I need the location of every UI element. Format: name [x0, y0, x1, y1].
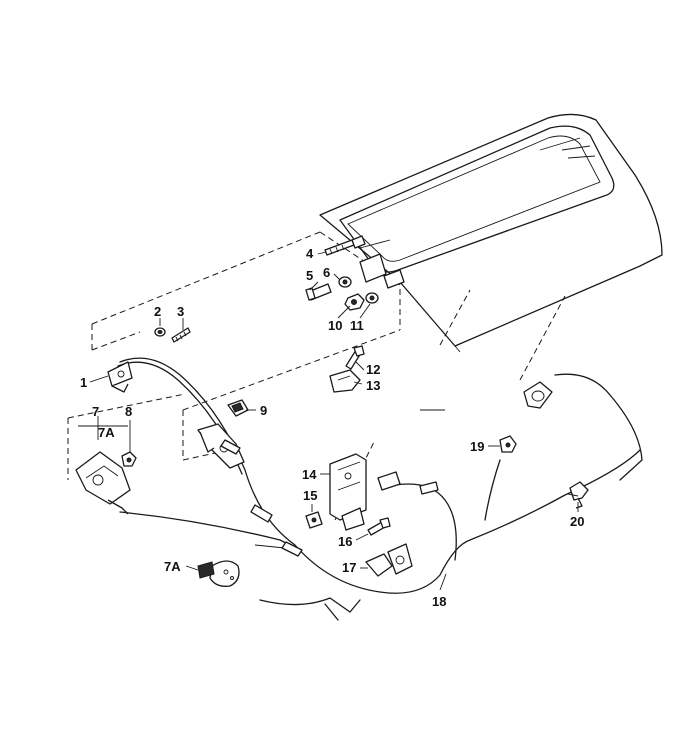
- callout-4: 4: [306, 246, 314, 261]
- callout-14: 14: [302, 467, 317, 482]
- part-2-washer: [154, 327, 166, 337]
- part-14-lock: [329, 453, 367, 531]
- callout-3: 3: [177, 304, 184, 319]
- part-3-screw: [171, 327, 191, 343]
- callout-1: 1: [80, 375, 87, 390]
- callout-13: 13: [366, 378, 380, 393]
- callout-7a-knob: 7A: [164, 559, 181, 574]
- callout-leaders: [78, 251, 579, 591]
- part-1-bracket: [107, 361, 133, 393]
- callout-19: 19: [470, 439, 484, 454]
- cable-connector: [377, 471, 439, 495]
- callout-7a: 7A: [98, 425, 115, 440]
- callout-18: 18: [432, 594, 446, 609]
- cable-boot: [523, 381, 553, 409]
- part-4-bolt: [324, 235, 366, 256]
- callout-10: 10: [328, 318, 342, 333]
- callout-15: 15: [303, 488, 317, 503]
- callout-12: 12: [366, 362, 380, 377]
- callout-9: 9: [260, 403, 267, 418]
- callout-11: 11: [350, 318, 364, 333]
- part-11-washer: [365, 292, 379, 304]
- part-6-washer: [338, 276, 352, 288]
- part-7-handle: [75, 451, 131, 515]
- release-cable: [117, 357, 643, 621]
- frame-lower: [67, 329, 401, 480]
- part-16-screw: [367, 517, 391, 536]
- callout-20: 20: [570, 514, 584, 529]
- tailgate: [319, 113, 663, 353]
- callout-6: 6: [323, 265, 330, 280]
- part-7a-knob: [197, 560, 240, 587]
- part-5-screw: [305, 283, 332, 301]
- part-19-grommet: [499, 435, 517, 453]
- part-13-clamp: [329, 369, 361, 393]
- callout-16: 16: [338, 534, 352, 549]
- callout-2: 2: [154, 304, 161, 319]
- callout-8: 8: [125, 404, 132, 419]
- part-17-latch: [365, 543, 413, 577]
- part-15-clip: [305, 511, 323, 529]
- callout-17: 17: [342, 560, 356, 575]
- part-8-nut: [121, 451, 137, 467]
- part-9-clip: [227, 399, 249, 417]
- callout-7: 7: [92, 404, 99, 419]
- callout-5: 5: [306, 268, 313, 283]
- part-12-screw: [345, 345, 365, 370]
- cable-end-fittings: [220, 439, 303, 557]
- hinge-block: [359, 253, 405, 289]
- callout-labels: 1 2 3 4 5 6 7 7A 8 9 10 11 12 13 14 15 1…: [80, 246, 584, 609]
- frame-upper: [91, 231, 401, 351]
